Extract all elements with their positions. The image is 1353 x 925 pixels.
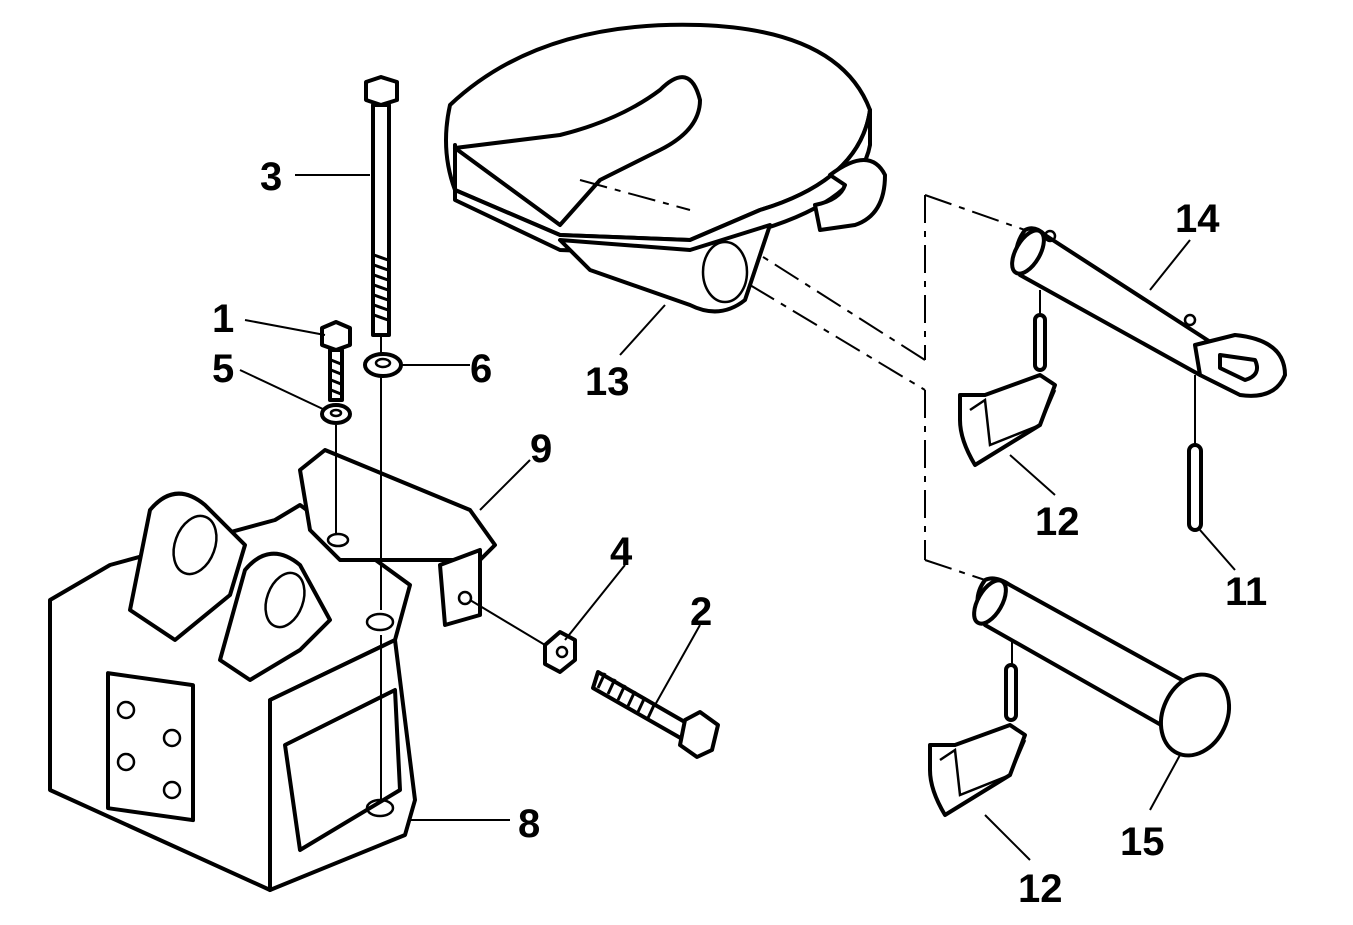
clip-12-lower bbox=[928, 640, 1027, 817]
clip-12-upper bbox=[958, 290, 1057, 467]
callout-4: 4 bbox=[610, 530, 633, 574]
callout-12-upper: 12 bbox=[1035, 500, 1080, 544]
callout-13: 13 bbox=[585, 360, 630, 404]
mounting-bracket bbox=[298, 448, 497, 627]
nut-4 bbox=[469, 599, 577, 674]
long-bolt bbox=[364, 75, 399, 800]
callout-3: 3 bbox=[260, 155, 282, 199]
callout-1: 1 bbox=[212, 297, 234, 341]
base-bracket bbox=[48, 491, 417, 892]
callout-12-lower: 12 bbox=[1018, 867, 1063, 911]
callout-6: 6 bbox=[470, 347, 492, 391]
callout-8: 8 bbox=[518, 802, 540, 846]
callout-9: 9 bbox=[530, 427, 552, 471]
short-bolt bbox=[320, 320, 352, 402]
washer-5 bbox=[320, 403, 352, 535]
leader-lines bbox=[239, 174, 1236, 861]
callout-14: 14 bbox=[1175, 197, 1220, 241]
pin-15 bbox=[972, 576, 1232, 758]
bolt-2 bbox=[591, 670, 720, 759]
nut-6 bbox=[363, 352, 403, 378]
pin-14 bbox=[1010, 226, 1287, 445]
pin-11 bbox=[1187, 443, 1203, 532]
callout-11: 11 bbox=[1225, 570, 1267, 614]
callout-5: 5 bbox=[212, 347, 234, 391]
alignment-lines bbox=[749, 194, 1026, 581]
callout-labels: 1 2 3 4 5 6 8 9 11 12 12 13 14 15 bbox=[212, 155, 1267, 911]
callout-15: 15 bbox=[1120, 820, 1165, 864]
callout-2: 2 bbox=[690, 590, 712, 634]
hitch-plate bbox=[444, 22, 887, 314]
